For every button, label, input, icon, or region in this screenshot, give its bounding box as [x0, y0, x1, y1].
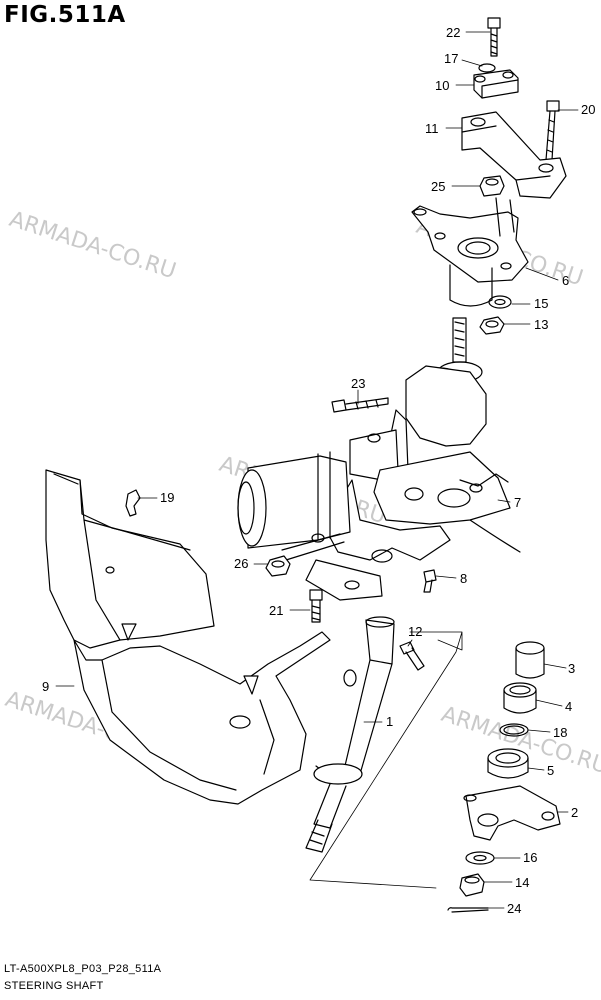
leader-lines [55, 31, 579, 909]
callout-1: 1 [386, 714, 393, 729]
bearing-bracket-6 [411, 197, 529, 307]
washer-15 [488, 295, 512, 309]
clip-19 [125, 489, 141, 517]
callout-labels: 22 17 10 20 11 25 6 15 13 23 7 19 26 8 2… [42, 25, 595, 916]
callout-5: 5 [547, 763, 554, 778]
callout-25: 25 [431, 179, 445, 194]
callout-18: 18 [553, 725, 567, 740]
callout-15: 15 [534, 296, 548, 311]
callout-2: 2 [571, 805, 578, 820]
cotter-pin-24 [447, 907, 489, 913]
bolt-20 [545, 100, 560, 161]
nut-14 [459, 873, 485, 897]
seal-4 [503, 682, 537, 714]
lower-shaft-1 [305, 616, 395, 853]
footer-diagram-name: STEERING SHAFT [4, 980, 104, 992]
callout-3: 3 [568, 661, 575, 676]
callout-17: 17 [444, 51, 458, 66]
callout-14: 14 [515, 875, 529, 890]
clamp-10 [473, 69, 519, 99]
group-guide-line [309, 631, 463, 889]
callout-4: 4 [565, 699, 572, 714]
callout-24: 24 [507, 901, 521, 916]
callout-26: 26 [234, 556, 248, 571]
bushing-3 [515, 641, 545, 679]
callout-11: 11 [425, 121, 439, 136]
callout-7: 7 [514, 495, 521, 510]
callout-16: 16 [523, 850, 537, 865]
callout-12: 12 [408, 624, 422, 639]
callout-22: 22 [446, 25, 460, 40]
callout-13: 13 [534, 317, 548, 332]
pitman-arm-2 [463, 785, 561, 841]
callout-8: 8 [460, 571, 467, 586]
bolt-21 [309, 589, 323, 623]
nut-26 [265, 555, 291, 577]
bolt-12 [399, 641, 425, 671]
callout-6: 6 [562, 273, 569, 288]
nut-13 [479, 316, 505, 335]
footer-diagram-code: LT-A500XPL8_P03_P28_511A [4, 963, 162, 975]
callout-20: 20 [581, 102, 595, 117]
bolt-23 [331, 397, 389, 413]
bolt-8 [423, 569, 437, 593]
washer-16 [465, 851, 495, 865]
clamp-11 [461, 111, 567, 199]
eps-motor [237, 451, 351, 561]
bearing-5 [487, 748, 529, 779]
eps-gearbox-7 [305, 365, 521, 601]
guard-cover-9 [45, 469, 331, 805]
callout-10: 10 [435, 78, 449, 93]
callout-19: 19 [160, 490, 174, 505]
callout-9: 9 [42, 679, 49, 694]
bolt-22 [487, 17, 501, 57]
washer-17 [478, 63, 496, 73]
figure-title: FIG.511A [4, 2, 126, 28]
watermark: ARMADA-CO.RU [6, 207, 179, 284]
nut-25 [479, 175, 505, 197]
callout-21: 21 [269, 603, 283, 618]
callout-23: 23 [351, 376, 365, 391]
